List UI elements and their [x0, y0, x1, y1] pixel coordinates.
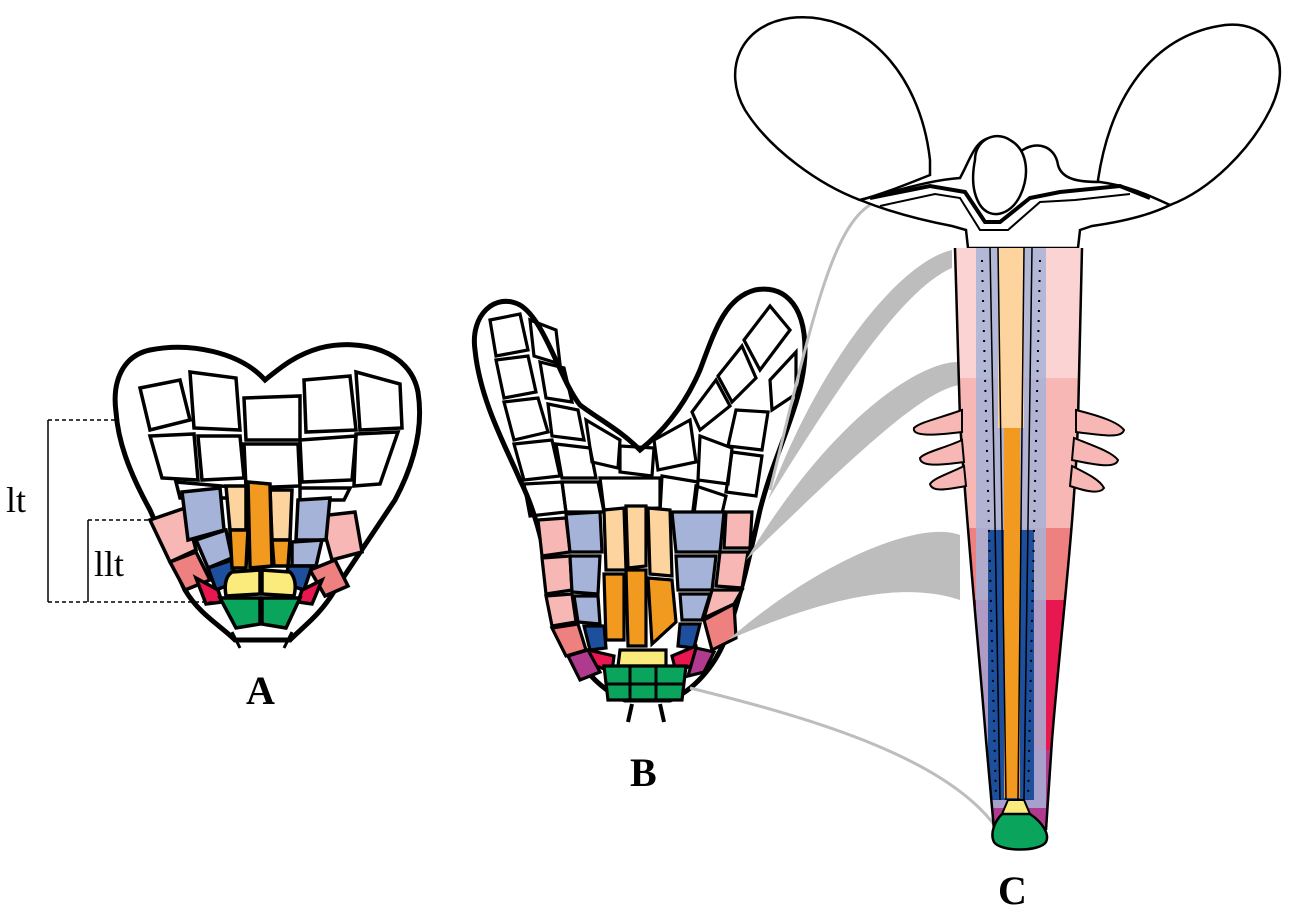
- llt-label: llt: [94, 544, 124, 584]
- connector-bottom-line: [690, 688, 998, 830]
- embryo-a-lavender-cell-3: [296, 498, 330, 540]
- embryo-b-orange-1: [604, 574, 624, 640]
- embryo-a-orange-cell-2: [248, 482, 272, 568]
- embryo-a-yellow-cell-left: [225, 570, 260, 596]
- embryo-b-peach-2: [626, 506, 646, 568]
- embryo-b-suspensor: [628, 704, 664, 722]
- embryo-b-lavender-r2: [676, 556, 716, 590]
- embryo-b-pink-cell-r2: [716, 552, 748, 588]
- embryo-a-peach-cell-2: [270, 490, 292, 540]
- cotyledon-left: [735, 17, 930, 200]
- root-hairs-right: [1070, 410, 1124, 492]
- embryo-a-yellow-cell-right: [262, 570, 295, 596]
- embryo-b-pink-cell-l2: [542, 556, 572, 594]
- embryo-heart-stage: lt llt A: [6, 345, 420, 713]
- embryo-a-lavender-cell-4: [292, 540, 322, 566]
- root-stele-orange: [1004, 428, 1020, 798]
- embryo-a-orange-cell-1: [230, 530, 248, 568]
- embryo-a-orange-cell-3: [272, 540, 290, 566]
- embryo-a-peach-cell-1: [226, 486, 246, 530]
- panel-b-label: B: [630, 750, 657, 795]
- connector-lower: [728, 532, 960, 640]
- embryo-b-pink-cell-l3: [546, 594, 576, 626]
- root-stele-peach: [998, 248, 1024, 428]
- root-qc-yellow: [1002, 800, 1030, 814]
- panel-a-label: A: [246, 668, 275, 713]
- embryo-torpedo-stage: B: [474, 289, 805, 795]
- embryo-b-yellow: [618, 650, 666, 666]
- embryo-b-peach-1: [604, 508, 626, 570]
- embryo-b-lavender-l2: [570, 556, 600, 594]
- lt-label: lt: [6, 480, 26, 520]
- panel-c-label: C: [998, 868, 1027, 913]
- embryo-b-pink-cell-r1: [724, 512, 752, 548]
- embryo-b-lavender-r1: [672, 512, 724, 552]
- embryo-b-peach-3: [648, 508, 672, 576]
- embryo-b-orange-2: [626, 570, 646, 646]
- embryo-b-lavender-l3: [574, 596, 600, 624]
- cotyledon-right: [1098, 25, 1280, 205]
- root-hairs-left: [914, 410, 966, 490]
- embryo-b-pink-cell-l1: [538, 518, 570, 556]
- embryo-b-lavender-l1: [566, 512, 602, 552]
